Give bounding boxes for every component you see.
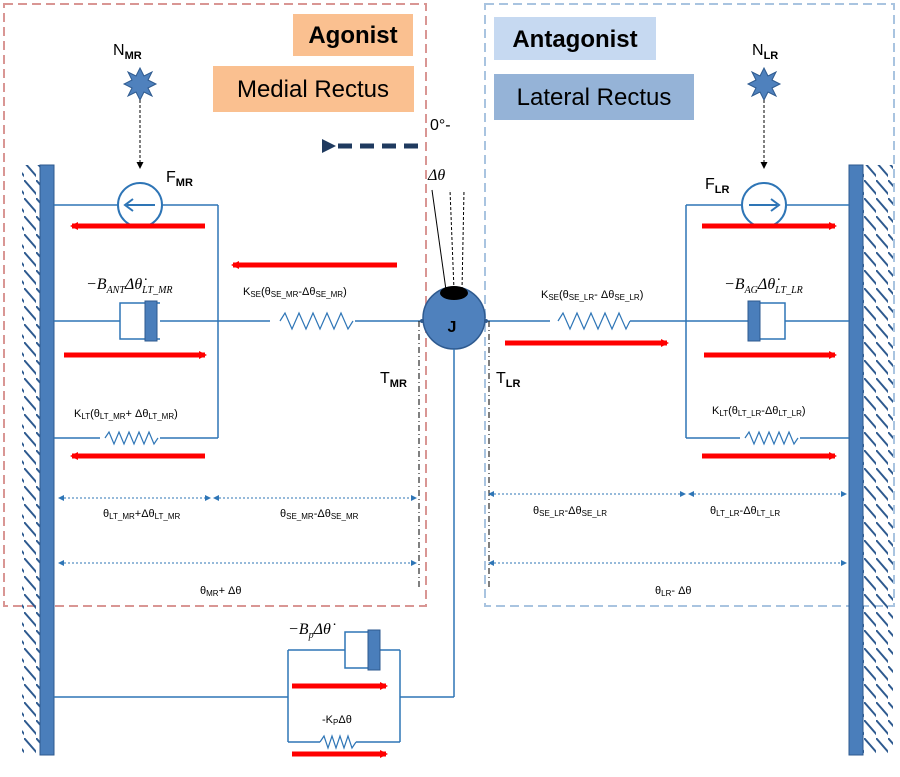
dim-se-mr-label: θSE_MR-ΔθSE_MR — [280, 508, 359, 521]
eye-globe — [420, 286, 488, 350]
f-lr-label: FLR — [705, 176, 730, 196]
lr-damper — [747, 300, 786, 342]
f-mr-label: FMR — [166, 169, 193, 189]
klt-mr-label: KLT(θLT_MR+ ΔθLT_MR) — [74, 408, 178, 421]
antagonist-label: Antagonist — [512, 26, 637, 53]
lr-circuit — [486, 204, 849, 439]
f-mr-force-source — [117, 182, 163, 228]
kse-lr-spring — [557, 311, 631, 331]
n-lr-label: NLR — [752, 42, 778, 62]
lateral-rectus-label-box — [494, 74, 694, 120]
angle-line-1 — [431, 189, 447, 291]
klt-lr-spring — [744, 430, 799, 446]
antagonist-label-box — [494, 17, 656, 60]
neural-input-mr — [122, 66, 158, 169]
f-lr-force-source — [741, 182, 787, 228]
dim-se-lr-label: θSE_LR-ΔθSE_LR — [533, 505, 607, 518]
dim-lt-mr-label: θLT_MR+ΔθLT_MR — [103, 508, 181, 521]
t-lr-label: TLR — [496, 370, 521, 390]
angle-delta-label: Δθ — [427, 167, 445, 184]
eye-label: J — [448, 319, 457, 336]
neural-input-lr — [746, 66, 782, 169]
kse-mr-label: KSE(θSE_MR-ΔθSE_MR) — [243, 286, 347, 299]
medial-rectus-label-box — [213, 66, 414, 112]
dim-lt-lr-label: θLT_LR-ΔθLT_LR — [710, 505, 780, 518]
n-mr-label: NMR — [113, 42, 142, 62]
right-wall — [848, 164, 893, 756]
t-mr-label: TMR — [380, 370, 407, 390]
angle-top-label: 0°- — [430, 117, 451, 134]
medial-rectus-label: Medial Rectus — [237, 76, 389, 103]
dim-mr-label: θMR+ Δθ — [200, 585, 242, 598]
angle-line-3 — [461, 189, 465, 291]
mr-damper — [119, 300, 160, 342]
klt-mr-spring — [104, 430, 159, 446]
lateral-rectus-label: Lateral Rectus — [517, 84, 672, 111]
dimension-lines-start — [58, 491, 694, 566]
kse-lr-label: KSE(θSE_LR- ΔθSE_LR) — [541, 289, 643, 302]
dimension-lines — [60, 491, 847, 566]
klt-lr-label: KLT(θLT_LR-ΔθLT_LR) — [712, 405, 806, 418]
force-arrows — [64, 222, 837, 758]
b-ant-label: −BANTΔθ̇LT_MR — [86, 276, 173, 296]
agonist-label: Agonist — [308, 22, 397, 49]
antagonist-region — [484, 3, 895, 607]
plant-damper — [344, 629, 381, 671]
agonist-label-box — [293, 14, 413, 56]
left-wall — [22, 164, 55, 756]
b-ag-label: −BAGΔθ̇LT_LR — [724, 276, 803, 296]
kp-label: -KPΔθ — [322, 714, 352, 727]
b-p-label: −BpΔθ̇ — [288, 621, 336, 641]
plant-spring — [319, 734, 357, 750]
angle-line-2 — [449, 189, 455, 291]
dim-lr-label: θLR- Δθ — [655, 585, 692, 598]
kse-mr-spring — [279, 311, 354, 331]
plant-circuit — [54, 349, 455, 743]
mr-circuit — [54, 204, 425, 439]
